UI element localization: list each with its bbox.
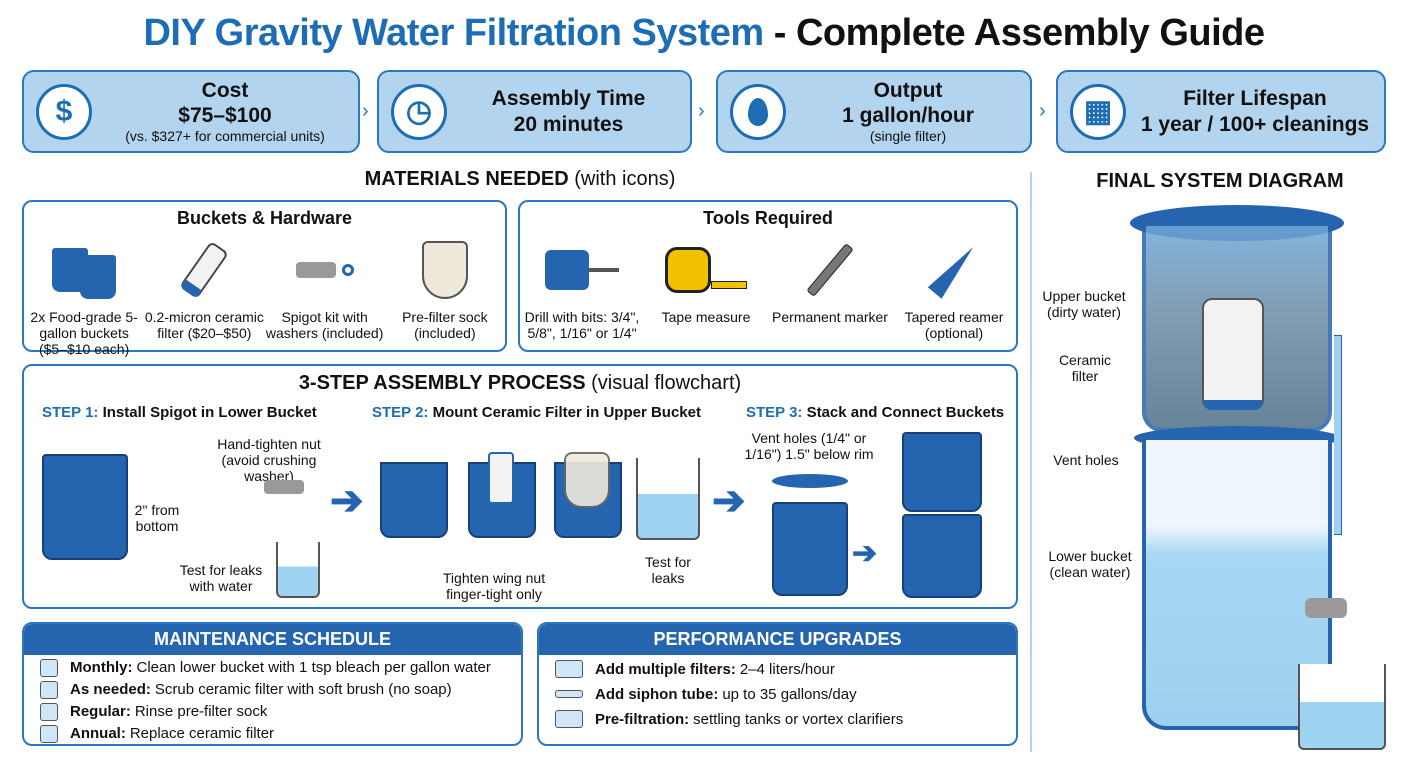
panel-title: Tools Required bbox=[703, 208, 833, 228]
chevron-right-icon: › bbox=[698, 100, 705, 122]
bucket-icon bbox=[24, 235, 144, 305]
material-prefilter-sock: Pre-filter sock (included) bbox=[385, 235, 505, 357]
chevron-right-icon: › bbox=[362, 100, 369, 122]
material-spigot-kit: Spigot kit with washers (included) bbox=[265, 235, 385, 357]
sock-icon bbox=[40, 702, 58, 721]
spigot-icon bbox=[1305, 598, 1347, 618]
process-heading: 3-STEP ASSEMBLY PROCESS (visual flowchar… bbox=[298, 372, 742, 394]
stat-value: 20 minutes bbox=[513, 112, 624, 136]
upgrades-panel: PERFORMANCE UPGRADES Add multiple filter… bbox=[537, 622, 1018, 746]
panel-title: MAINTENANCE SCHEDULE bbox=[24, 624, 521, 655]
settling-tank-icon bbox=[555, 710, 583, 728]
tool-marker: Permanent marker bbox=[770, 235, 890, 341]
buckets-hardware-panel: Buckets & Hardware 2x Food-grade 5-gallo… bbox=[22, 200, 507, 357]
panel-title: PERFORMANCE UPGRADES bbox=[539, 624, 1016, 655]
tool-tape-measure: Tape measure bbox=[646, 235, 766, 341]
glass-illustration bbox=[1298, 664, 1386, 750]
test-glass-illustration bbox=[636, 458, 700, 540]
divider bbox=[1030, 172, 1032, 752]
flow-arrow-icon: ➔ bbox=[712, 479, 746, 523]
material-ceramic-filter: 0.2-micron ceramic filter ($20–$50) bbox=[144, 235, 264, 357]
wing-nut-note: Tighten wing nut finger-tight only bbox=[442, 570, 546, 603]
stat-label: Output bbox=[873, 78, 943, 102]
assembly-process-panel: 3-STEP ASSEMBLY PROCESS (visual flowchar… bbox=[22, 364, 1018, 609]
brush-icon bbox=[40, 680, 58, 699]
diagram-heading: FINAL SYSTEM DIAGRAM bbox=[1096, 170, 1344, 192]
stat-value: 1 gallon/hour bbox=[842, 104, 974, 128]
chevron-right-icon: › bbox=[1039, 100, 1046, 122]
maintenance-row: Monthly:Clean lower bucket with 1 tsp bl… bbox=[40, 658, 521, 677]
flow-arrow-icon: ➔ bbox=[852, 537, 878, 570]
stat-label: Filter Lifespan bbox=[1183, 87, 1327, 111]
tools-panel: Tools Required Drill with bits: 3/4", 5/… bbox=[518, 200, 1018, 352]
upgrade-row: Pre-filtration:settling tanks or vortex … bbox=[555, 708, 1016, 730]
stat-label: Cost bbox=[201, 78, 249, 102]
maintenance-row: As needed:Scrub ceramic filter with soft… bbox=[40, 680, 521, 699]
step-2-label: STEP 2: Mount Ceramic Filter in Upper Bu… bbox=[372, 404, 701, 421]
material-buckets: 2x Food-grade 5-gallon buckets ($5–$10 e… bbox=[24, 235, 144, 357]
multiple-filters-icon bbox=[555, 660, 583, 678]
spigot-illustration bbox=[264, 480, 304, 494]
upgrade-row: Add siphon tube:up to 35 gallons/day bbox=[555, 683, 1016, 705]
bucket-illustration bbox=[772, 502, 848, 596]
marker-icon bbox=[770, 235, 890, 305]
panel-title: Buckets & Hardware bbox=[176, 208, 353, 228]
lower-bucket-illustration bbox=[42, 454, 128, 560]
siphon-tube-icon bbox=[555, 690, 583, 698]
water-drop-icon bbox=[730, 83, 786, 140]
maintenance-panel: MAINTENANCE SCHEDULE Monthly:Clean lower… bbox=[22, 622, 523, 746]
tape-measure-icon bbox=[646, 235, 766, 305]
upper-bucket-illustration bbox=[380, 462, 448, 538]
stat-note: (vs. $327+ for commercial units) bbox=[125, 128, 325, 145]
stacked-lower-bucket-illustration bbox=[902, 514, 982, 598]
materials-heading: MATERIALS NEEDED (with icons) bbox=[364, 168, 676, 190]
ceramic-filter-diagram bbox=[1202, 298, 1264, 410]
label-lower-bucket: Lower bucket (clean water) bbox=[1048, 548, 1132, 581]
drill-icon bbox=[522, 235, 642, 305]
glass-illustration bbox=[276, 542, 320, 598]
stat-value: 1 year / 100+ cleanings bbox=[1140, 112, 1370, 136]
spigot-icon bbox=[265, 235, 385, 305]
tool-reamer: Tapered reamer (optional) bbox=[894, 235, 1014, 341]
siphon-tube-diagram bbox=[1334, 335, 1342, 535]
stat-cost: $ Cost$75–$100(vs. $327+ for commercial … bbox=[22, 70, 360, 153]
test-leaks-note: Test for leaks bbox=[645, 554, 691, 587]
label-vent-holes: Vent holes bbox=[1053, 452, 1119, 468]
step-1-label: STEP 1: Install Spigot in Lower Bucket bbox=[42, 404, 317, 421]
test-leaks-water-note: Test for leaks with water bbox=[179, 562, 263, 595]
filter-icon bbox=[40, 724, 58, 743]
ceramic-filter-illustration bbox=[488, 452, 514, 504]
upgrade-row: Add multiple filters:2–4 liters/hour bbox=[555, 658, 1016, 680]
page-title: DIY Gravity Water Filtration System - Co… bbox=[143, 12, 1265, 54]
calendar-icon: ▦ bbox=[1070, 83, 1126, 140]
label-upper-bucket: Upper bucket (dirty water) bbox=[1042, 288, 1126, 321]
lid-illustration bbox=[772, 474, 848, 488]
maintenance-row: Regular:Rinse pre-filter sock bbox=[40, 702, 521, 721]
sock-icon bbox=[385, 235, 505, 305]
bleach-icon bbox=[40, 658, 58, 677]
dollar-icon: $ bbox=[36, 83, 92, 140]
prefilter-sock-illustration bbox=[564, 452, 610, 508]
hand-tighten-note: Hand-tighten nut (avoid crushing washer) bbox=[217, 436, 321, 485]
stat-value: $75–$100 bbox=[178, 104, 272, 128]
step-3-label: STEP 3: Stack and Connect Buckets bbox=[746, 404, 1005, 421]
clock-icon: ◷ bbox=[391, 83, 447, 140]
stat-note: (single filter) bbox=[869, 128, 947, 145]
flow-arrow-icon: ➔ bbox=[330, 479, 364, 523]
stat-label: Assembly Time bbox=[491, 87, 646, 111]
from-bottom-note: 2" from bottom bbox=[134, 502, 180, 535]
filter-icon bbox=[144, 235, 264, 305]
vent-holes-note: Vent holes (1/4" or 1/16") 1.5" below ri… bbox=[744, 430, 874, 463]
reamer-icon bbox=[894, 235, 1014, 305]
tool-drill: Drill with bits: 3/4", 5/8", 1/16" or 1/… bbox=[522, 235, 642, 341]
label-ceramic-filter: Ceramic filter bbox=[1058, 352, 1112, 385]
stacked-upper-bucket-illustration bbox=[902, 432, 982, 512]
maintenance-row: Annual:Replace ceramic filter bbox=[40, 724, 521, 743]
